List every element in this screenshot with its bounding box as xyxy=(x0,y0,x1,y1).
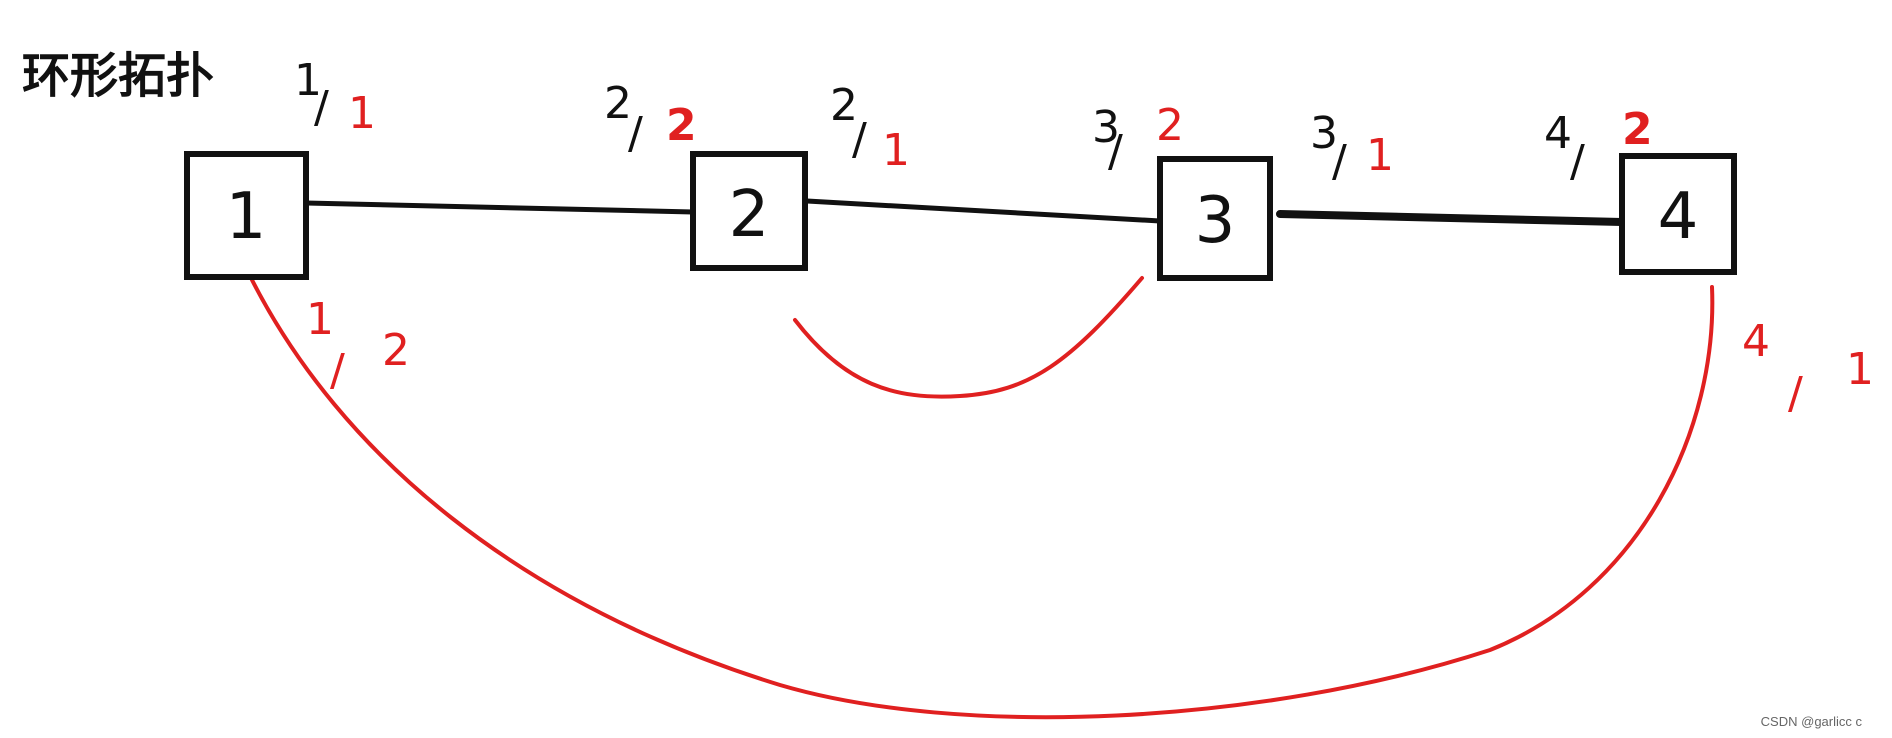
port-label-3-1-port: 1 xyxy=(1366,130,1394,181)
port-label-3-2: 3 / 2 xyxy=(1092,100,1184,177)
link-2-3 xyxy=(804,198,1163,224)
node-4-box[interactable] xyxy=(1619,153,1737,275)
node-3-box[interactable] xyxy=(1157,156,1273,281)
port-label-2-2-port: 2 xyxy=(666,100,697,151)
port-label-3-2-port: 2 xyxy=(1156,100,1184,151)
port-label-1-2: 1 / 2 xyxy=(306,294,410,396)
port-label-2-1: 2 / 1 xyxy=(830,80,910,176)
node-3[interactable]: 3 xyxy=(1157,156,1273,281)
port-label-3-1: 3 / 1 xyxy=(1310,108,1394,187)
port-labels: 1 / 1 1 / 2 2 / 2 2 / 1 3 / 2 xyxy=(294,55,1874,419)
black-links xyxy=(303,198,1626,226)
port-label-1-1: 1 / 1 xyxy=(294,55,376,139)
port-label-4-1-slash: / xyxy=(1788,368,1803,419)
red-links xyxy=(248,274,1715,720)
node-4-label: 4 xyxy=(1658,180,1699,254)
node-1-box[interactable] xyxy=(184,151,309,280)
node-3-label: 3 xyxy=(1195,184,1236,258)
port-label-4-2-port: 2 xyxy=(1622,104,1653,155)
port-label-2-2-num: 2 xyxy=(604,78,632,129)
port-label-2-2: 2 / 2 xyxy=(604,78,697,159)
port-label-2-1-num: 2 xyxy=(830,80,858,131)
port-label-4-1: 4 / 1 xyxy=(1742,316,1874,419)
watermark: CSDN @garlicc c xyxy=(1761,714,1863,729)
port-label-3-2-slash: / xyxy=(1108,126,1123,177)
node-1-label: 1 xyxy=(226,180,267,254)
node-2-box[interactable] xyxy=(690,151,808,271)
diagram-title: 环形拓扑 xyxy=(22,48,214,104)
link-3-4 xyxy=(1276,210,1626,226)
node-1[interactable]: 1 xyxy=(184,151,309,280)
port-label-1-2-slash: / xyxy=(330,345,345,396)
port-label-3-2-num: 3 xyxy=(1092,102,1120,153)
port-label-1-1-slash: / xyxy=(314,82,329,133)
port-label-4-1-port: 1 xyxy=(1846,344,1874,395)
port-label-4-2-slash: / xyxy=(1570,136,1585,187)
link-1-2 xyxy=(303,200,696,215)
port-label-2-1-port: 1 xyxy=(882,125,910,176)
port-label-4-2-num: 4 xyxy=(1544,108,1572,159)
port-label-4-1-num: 4 xyxy=(1742,316,1770,367)
port-label-3-1-num: 3 xyxy=(1310,108,1338,159)
port-label-4-2: 4 / 2 xyxy=(1544,104,1653,187)
node-2[interactable]: 2 xyxy=(690,151,808,271)
link-2-3-red xyxy=(793,276,1144,399)
port-label-1-1-port: 1 xyxy=(348,88,376,139)
port-label-3-1-slash: / xyxy=(1332,136,1347,187)
node-2-label: 2 xyxy=(729,178,770,252)
port-label-2-2-slash: / xyxy=(628,108,643,159)
port-label-1-1-num: 1 xyxy=(294,55,322,106)
nodes: 1 2 3 4 xyxy=(184,151,1737,281)
port-label-1-2-port: 2 xyxy=(382,325,410,376)
port-label-1-2-num: 1 xyxy=(306,294,334,345)
node-4[interactable]: 4 xyxy=(1619,153,1737,275)
port-label-2-1-slash: / xyxy=(852,114,867,165)
link-1-4-red xyxy=(248,274,1715,720)
